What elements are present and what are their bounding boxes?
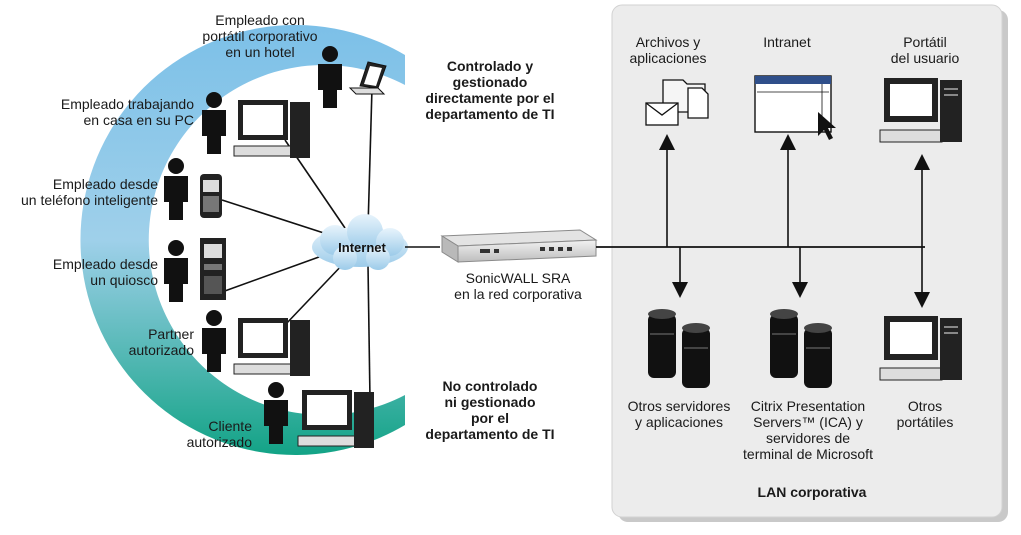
label-files-apps: Archivos y aplicaciones [629,34,707,66]
label-citrix: Citrix Presentation Servers™ (ICA) y ser… [743,398,873,462]
home-pc-person-icon [202,92,226,154]
files-apps-icon [645,79,709,126]
client-person-icon [264,382,288,444]
label-other-laptops: Otros portátiles [896,398,954,430]
label-user-laptop: Portátil del usuario [890,34,960,66]
lan-title: LAN corporativa [757,484,867,500]
client-pc-icon [297,390,374,448]
internet-label: Internet [338,240,386,255]
remote-access-arc [80,25,405,456]
user-laptop-pc-icon [879,78,962,143]
internet-cloud [312,214,408,270]
smartphone-person-icon [164,158,188,220]
hotel-laptop-person-icon [318,46,342,108]
citrix-servers-icon [770,309,832,388]
label-unmanaged-zone: No controlado ni gestionado por el depar… [425,378,555,442]
label-client: Cliente autorizado [186,418,252,450]
label-hotel-laptop: Empleado con portátil corporativo en un … [202,12,318,60]
label-appliance: SonicWALL SRA en la red corporativa [454,270,582,302]
label-home-pc: Empleado trabajando en casa en su PC [60,96,194,128]
kiosk-icon [200,238,226,300]
label-intranet: Intranet [763,34,811,50]
partner-pc-icon [233,318,310,376]
partner-person-icon [202,310,226,372]
other-laptops-pc-icon [879,316,962,381]
kiosk-person-icon [164,240,188,302]
smartphone-icon [200,174,222,218]
other-servers-icon [648,309,710,388]
label-managed-zone: Controlado y gestionado directamente por… [425,58,555,122]
label-other-servers: Otros servidores y aplicaciones [627,398,731,430]
intranet-browser-icon [754,75,836,140]
sonicwall-appliance [440,229,598,263]
lan-arrows [659,134,930,308]
label-partner: Partner autorizado [128,326,194,358]
label-smartphone: Empleado desde un teléfono inteligente [21,176,158,208]
label-kiosk: Empleado desde un quiosco [52,256,158,288]
home-pc-icon [233,100,310,158]
hotel-laptop-icon [348,61,387,95]
